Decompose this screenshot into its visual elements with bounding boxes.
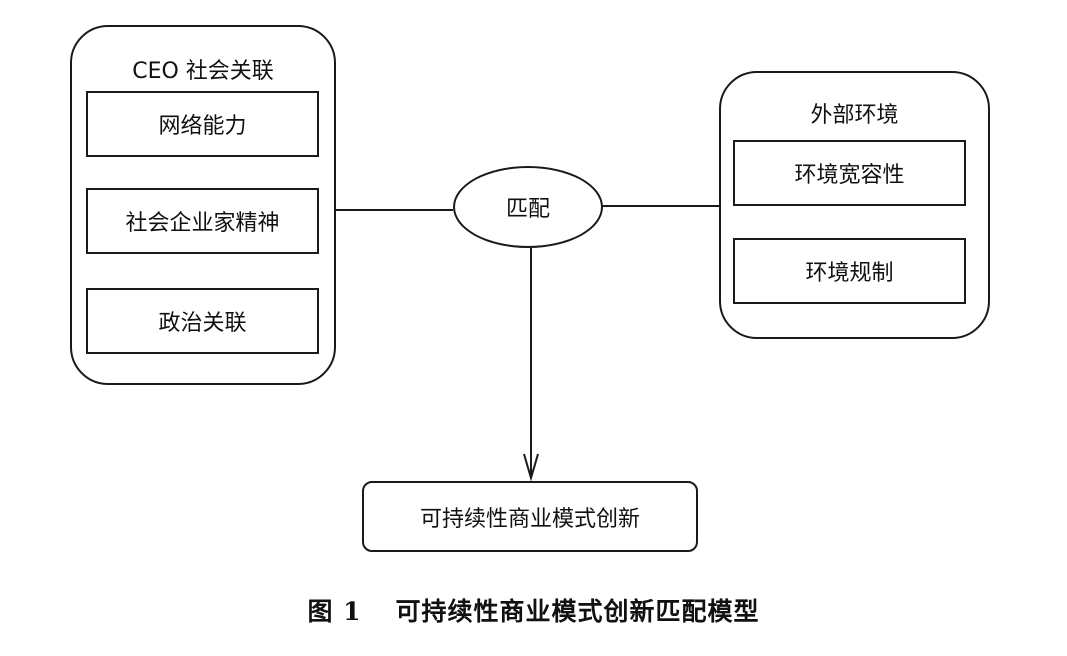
match-ellipse: 匹配 (453, 166, 603, 248)
figure-caption: 图 1 可持续性商业模式创新匹配模型 (0, 592, 1067, 628)
external-environment-title: 外部环境 (810, 103, 899, 128)
sustainable-business-model-innovation-box: 可持续性商业模式创新 (362, 481, 698, 552)
down-arrow-head (523, 453, 539, 482)
political-ties-box: 政治关联 (86, 288, 319, 354)
social-entrepreneurship-box: 社会企业家精神 (86, 188, 319, 254)
figure-title: 可持续性商业模式创新匹配模型 (395, 597, 760, 626)
ceo-social-ties-title: CEO 社会关联 (132, 59, 274, 84)
environmental-munificence-box: 环境宽容性 (733, 140, 966, 206)
environmental-regulation-box: 环境规制 (733, 238, 966, 304)
figure-number: 图 1 (307, 597, 362, 626)
network-capability-box: 网络能力 (86, 91, 319, 157)
